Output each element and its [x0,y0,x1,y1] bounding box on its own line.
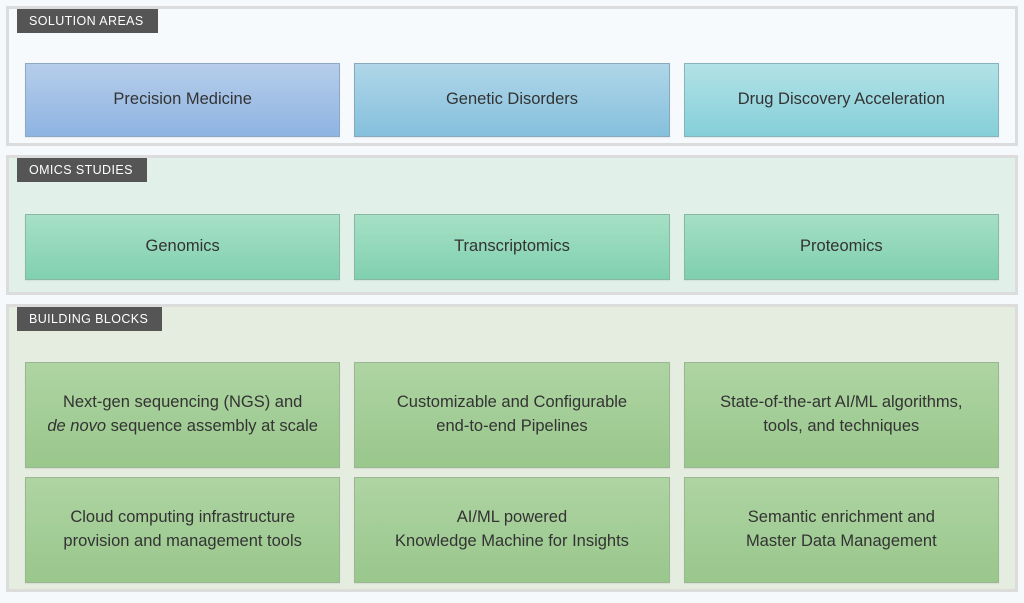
box-knowledge-machine[interactable]: AI/ML powered Knowledge Machine for Insi… [354,477,670,583]
box-knowledge-machine-label: AI/ML powered Knowledge Machine for Insi… [395,506,629,554]
box-proteomics[interactable]: Proteomics [683,214,999,280]
box-genetic-disorders-label: Genetic Disorders [445,90,579,109]
box-ai-ml-algorithms-label: State-of-the-art AI/ML algorithms, tools… [720,391,962,439]
section-title-omics-studies: OMICS STUDIES [17,158,147,182]
line-2-rest: sequence assembly at scale [106,417,318,435]
line-2-italic: de novo [47,417,107,435]
box-semantic-enrichment-mdm[interactable]: Semantic enrichment and Master Data Mana… [683,477,999,583]
panel-omics-studies: OMICS STUDIES Genomics Transcriptomics P… [6,155,1018,295]
panel-omics-studies-body: OMICS STUDIES Genomics Transcriptomics P… [9,158,1015,292]
box-drug-discovery-acceleration[interactable]: Drug Discovery Acceleration [683,63,999,137]
panel-building-blocks: BUILDING BLOCKS Next-gen sequencing (NGS… [6,304,1018,592]
box-transcriptomics-label: Transcriptomics [454,237,570,256]
panel-solution-areas-body: SOLUTION AREAS Precision Medicine Geneti… [9,9,1015,143]
line-2: de novo sequence assembly at scale [47,415,318,439]
box-transcriptomics[interactable]: Transcriptomics [354,214,670,280]
box-ngs-de-novo-assembly[interactable]: Next-gen sequencing (NGS) and de novo se… [25,362,341,468]
box-proteomics-label: Proteomics [800,237,883,256]
section-title-solution-areas: SOLUTION AREAS [17,9,158,33]
line-2: Master Data Management [745,532,937,550]
box-semantic-enrichment-mdm-label: Semantic enrichment and Master Data Mana… [746,506,937,554]
section-title-building-blocks: BUILDING BLOCKS [17,307,163,331]
line-2: provision and management tools [63,532,302,550]
box-genetic-disorders[interactable]: Genetic Disorders [354,63,670,137]
building-blocks-row-1: Next-gen sequencing (NGS) and de novo se… [25,362,999,468]
box-precision-medicine-label: Precision Medicine [113,90,252,109]
line-1: Customizable and Configurable [396,393,628,412]
line-1: Cloud computing infrastructure [70,508,296,527]
line-1: Semantic enrichment and [747,508,935,527]
box-cloud-computing-infrastructure-label: Cloud computing infrastructure provision… [63,506,301,554]
line-2: end-to-end Pipelines [436,417,588,435]
box-genomics[interactable]: Genomics [25,214,341,280]
box-genomics-label: Genomics [145,237,220,256]
line-1: State-of-the-art AI/ML algorithms, [720,393,963,412]
line-1: AI/ML powered [456,508,568,527]
box-ngs-de-novo-assembly-label: Next-gen sequencing (NGS) and de novo se… [47,391,318,439]
building-blocks-row-2: Cloud computing infrastructure provision… [25,477,999,583]
solution-areas-row: Precision Medicine Genetic Disorders Dru… [25,63,999,137]
panel-building-blocks-body: BUILDING BLOCKS Next-gen sequencing (NGS… [9,307,1015,589]
box-ai-ml-algorithms[interactable]: State-of-the-art AI/ML algorithms, tools… [683,362,999,468]
box-cloud-computing-infrastructure[interactable]: Cloud computing infrastructure provision… [25,477,341,583]
omics-studies-row: Genomics Transcriptomics Proteomics [25,214,999,280]
line-1: Next-gen sequencing (NGS) and [62,393,303,412]
box-precision-medicine[interactable]: Precision Medicine [25,63,341,137]
box-drug-discovery-acceleration-label: Drug Discovery Acceleration [737,90,945,109]
panel-solution-areas: SOLUTION AREAS Precision Medicine Geneti… [6,6,1018,146]
box-customizable-pipelines-label: Customizable and Configurable end-to-end… [397,391,627,439]
line-2: tools, and techniques [763,417,920,435]
line-2: Knowledge Machine for Insights [395,532,629,550]
box-customizable-pipelines[interactable]: Customizable and Configurable end-to-end… [354,362,670,468]
